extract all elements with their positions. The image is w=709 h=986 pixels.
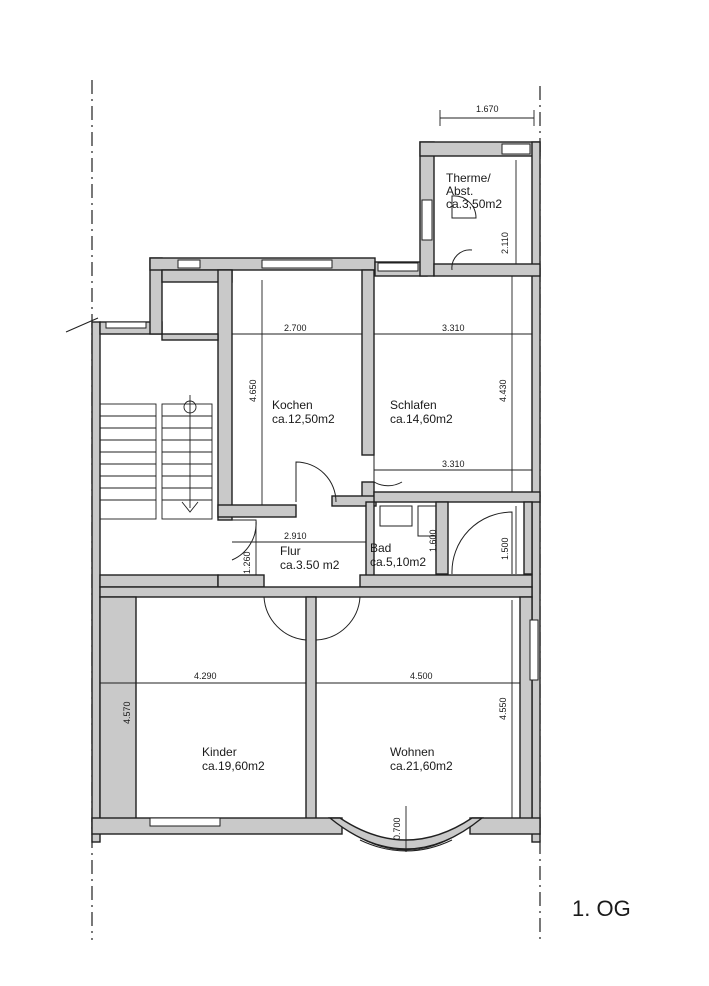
- windows: [105, 143, 539, 827]
- walls: [91, 141, 541, 843]
- dim-bay-depth: 0.700: [392, 817, 402, 840]
- wohnen-name: Wohnen: [390, 745, 434, 759]
- dim-therme-height: 2.110: [500, 232, 510, 254]
- dimension-labels: 1.670 2.110 2.700 4.650 3.310 4.430 3.31…: [122, 104, 510, 840]
- flur-name: Flur: [280, 544, 301, 558]
- dim-top-width: 1.670: [476, 104, 499, 114]
- bad-name: Bad: [370, 541, 391, 555]
- dim-kinder-height: 4.570: [122, 701, 132, 724]
- dim-kochen-width: 2.700: [284, 323, 307, 333]
- dim-schlafen-bottom-width: 3.310: [442, 459, 465, 469]
- therme-name-1: Therme/: [446, 171, 491, 185]
- therme-name-2: Abst.: [446, 184, 473, 198]
- schlafen-name: Schlafen: [390, 398, 437, 412]
- dim-flur-width: 2.910: [284, 531, 307, 541]
- dim-flur-height: 1.260: [242, 551, 252, 574]
- kochen-name: Kochen: [272, 398, 313, 412]
- room-labels: Therme/ Abst. ca.3,50m2 Kochen ca.12,50m…: [202, 171, 502, 773]
- kinder-name: Kinder: [202, 745, 237, 759]
- dim-schlafen-height: 4.430: [498, 379, 508, 402]
- dim-bad-height: 1.600: [428, 529, 438, 552]
- dimension-lines: [100, 110, 535, 852]
- dim-kinder-width: 4.290: [194, 671, 217, 681]
- floor-label: 1. OG: [572, 896, 631, 921]
- staircase: [99, 395, 213, 520]
- dim-right-small-height: 1.500: [500, 537, 510, 560]
- doors: [231, 195, 513, 641]
- kinder-area: ca.19,60m2: [202, 759, 265, 773]
- dim-wohnen-height: 4.550: [498, 697, 508, 720]
- wohnen-area: ca.21,60m2: [390, 759, 453, 773]
- therme-area: ca.3,50m2: [446, 197, 502, 211]
- bad-area: ca.5,10m2: [370, 555, 426, 569]
- kochen-area: ca.12,50m2: [272, 412, 335, 426]
- dim-schlafen-width: 3.310: [442, 323, 465, 333]
- dim-kochen-height: 4.650: [248, 379, 258, 402]
- flur-area: ca.3.50 m2: [280, 558, 340, 572]
- schlafen-area: ca.14,60m2: [390, 412, 453, 426]
- dim-wohnen-width: 4.500: [410, 671, 433, 681]
